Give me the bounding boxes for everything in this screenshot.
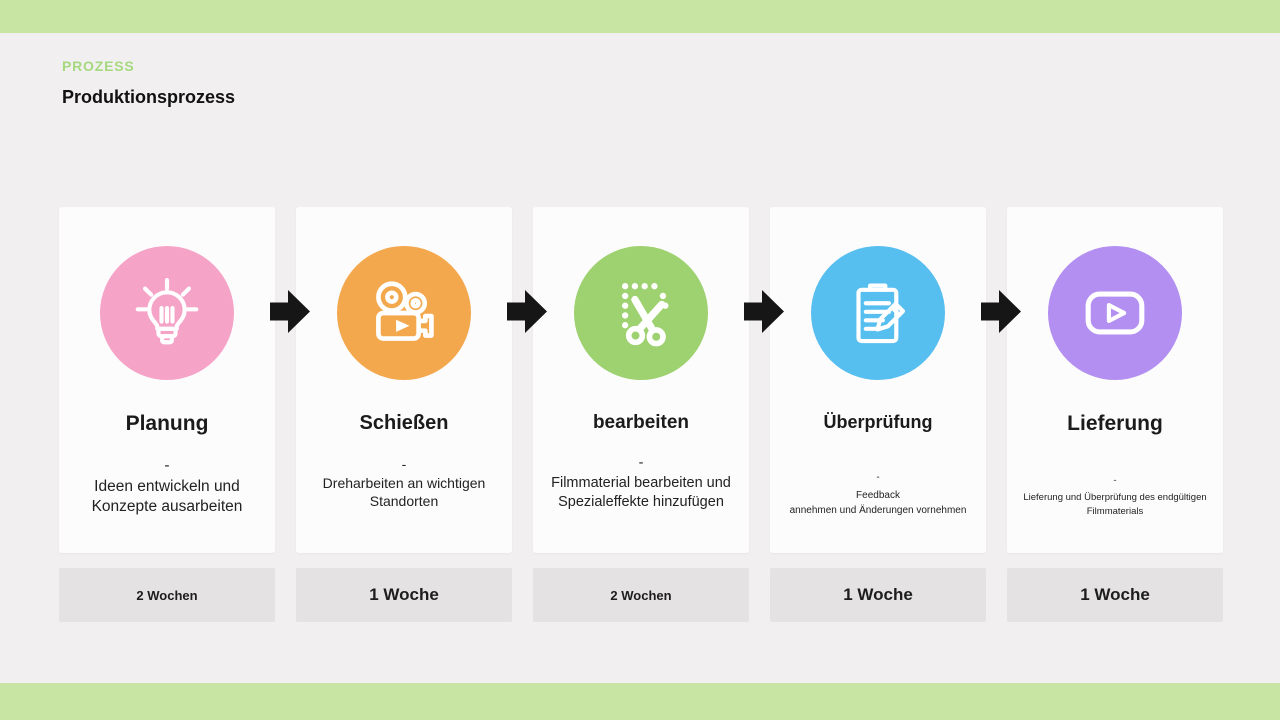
step-title: bearbeiten [592,412,690,433]
duration-badge-ueberpruefung: 1 Woche [770,568,986,622]
separator-dash: - [638,455,644,471]
scissors-icon [602,274,680,352]
bottom-banner [0,683,1280,720]
step-title: Überprüfung [823,412,933,432]
step-card-ueberpruefung: Überprüfung - Feedback annehmen und Ände… [770,207,986,553]
slide-header: PROZESS Produktionsprozess [62,58,235,108]
top-banner [0,0,1280,33]
duration-badge-bearbeiten: 2 Wochen [533,568,749,622]
step-card-schiessen: Schießen - Dreharbeiten an wichtigen Sta… [296,207,512,553]
process-steps: Planung - Ideen entwickeln und Konzepte … [59,207,1223,553]
step-description: Ideen entwickeln und Konzepte ausarbeite… [91,477,243,515]
step-circle [337,246,471,380]
step-circle [100,246,234,380]
step-title: Schießen [359,412,449,434]
step-card-lieferung: Lieferung - Lieferung und Überprüfung de… [1007,207,1223,553]
durations-row: 2 Wochen 1 Woche 2 Wochen 1 Woche 1 Woch… [59,568,1223,622]
step-title: Planung [125,412,209,435]
step-circle [1048,246,1182,380]
step-title: Lieferung [1067,412,1163,435]
duration-badge-schiessen: 1 Woche [296,568,512,622]
separator-dash: - [1113,475,1117,486]
step-description: Filmmaterial bearbeiten und Spezialeffek… [551,474,731,510]
lightbulb-icon [128,274,206,352]
duration-badge-lieferung: 1 Woche [1007,568,1223,622]
eyebrow-label: PROZESS [62,58,135,74]
step-card-planung: Planung - Ideen entwickeln und Konzepte … [59,207,275,553]
step-circle [574,246,708,380]
video-camera-icon [365,274,443,352]
step-circle [811,246,945,380]
duration-badge-planung: 2 Wochen [59,568,275,622]
step-description: Dreharbeiten an wichtigen Standorten [322,475,486,510]
youtube-play-icon [1076,274,1154,352]
step-card-bearbeiten: bearbeiten - Filmmaterial bearbeiten und… [533,207,749,553]
clipboard-pencil-icon [839,274,917,352]
page-title: Produktionsprozess [62,87,236,107]
separator-dash: - [876,472,880,483]
separator-dash: - [164,457,170,474]
separator-dash: - [401,456,407,472]
step-description: Feedback annehmen und Änderungen vornehm… [789,490,967,516]
step-description: Lieferung und Überprüfung des endgültige… [1023,491,1207,517]
